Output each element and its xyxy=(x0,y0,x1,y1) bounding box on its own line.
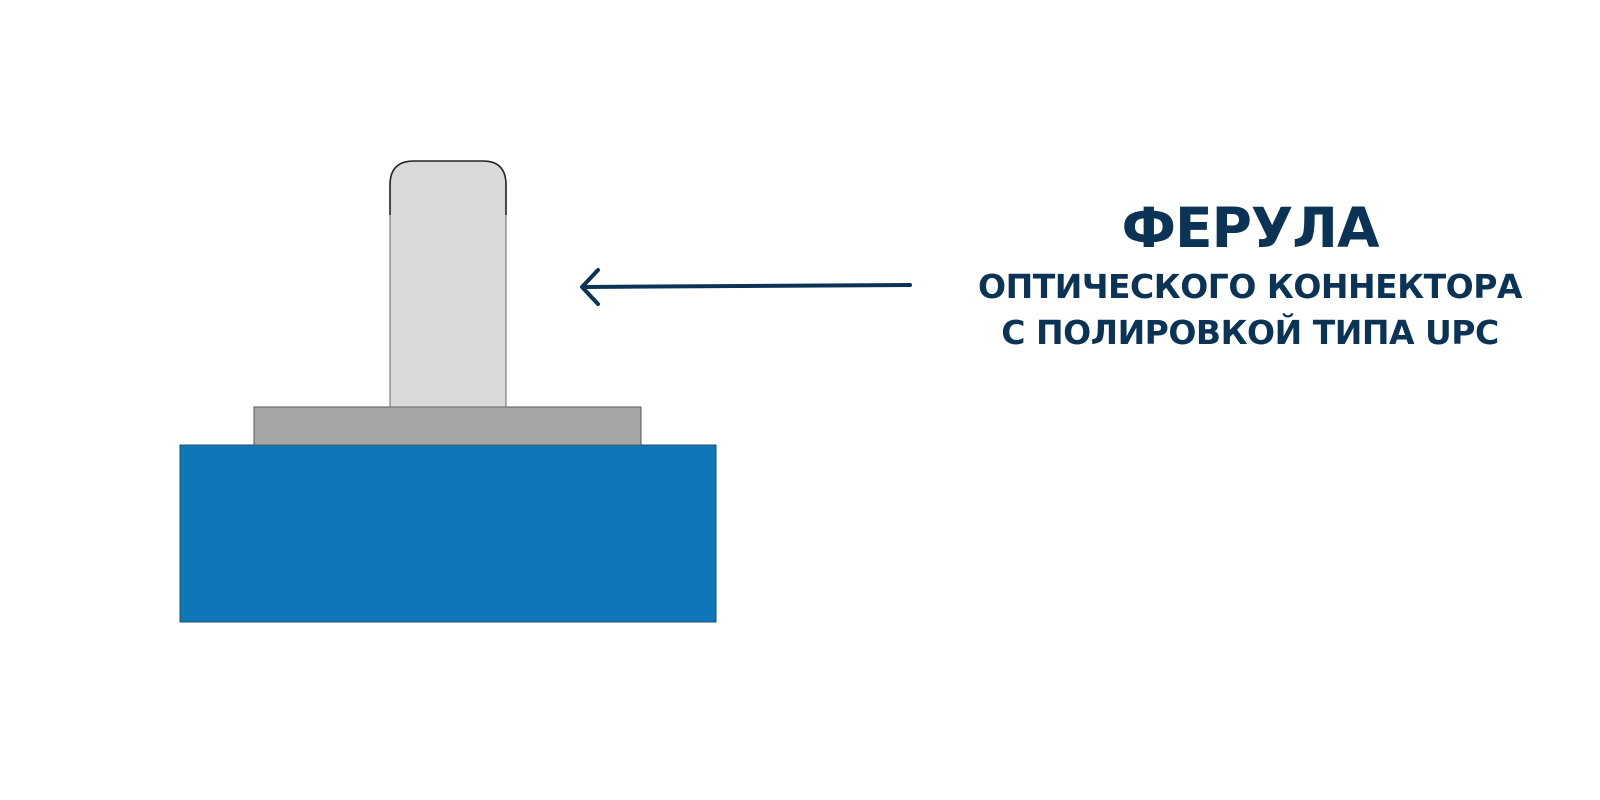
label-line-2: С ПОЛИРОВКОЙ ТИПА UPC xyxy=(1001,313,1499,352)
connector-plate xyxy=(253,406,642,446)
label-title: ФЕРУЛА xyxy=(1121,196,1379,260)
ferrule xyxy=(389,160,507,408)
connector-base xyxy=(179,444,717,623)
label-line-1: ОПТИЧЕСКОГО КОННЕКТОРА xyxy=(978,267,1522,306)
arrow-left-icon xyxy=(580,268,912,306)
arrow-head xyxy=(580,268,600,306)
ferrule-label: ФЕРУЛА ОПТИЧЕСКОГО КОННЕКТОРА С ПОЛИРОВК… xyxy=(930,192,1570,356)
arrow-shaft xyxy=(582,283,912,289)
ferrule-tip xyxy=(389,160,507,215)
